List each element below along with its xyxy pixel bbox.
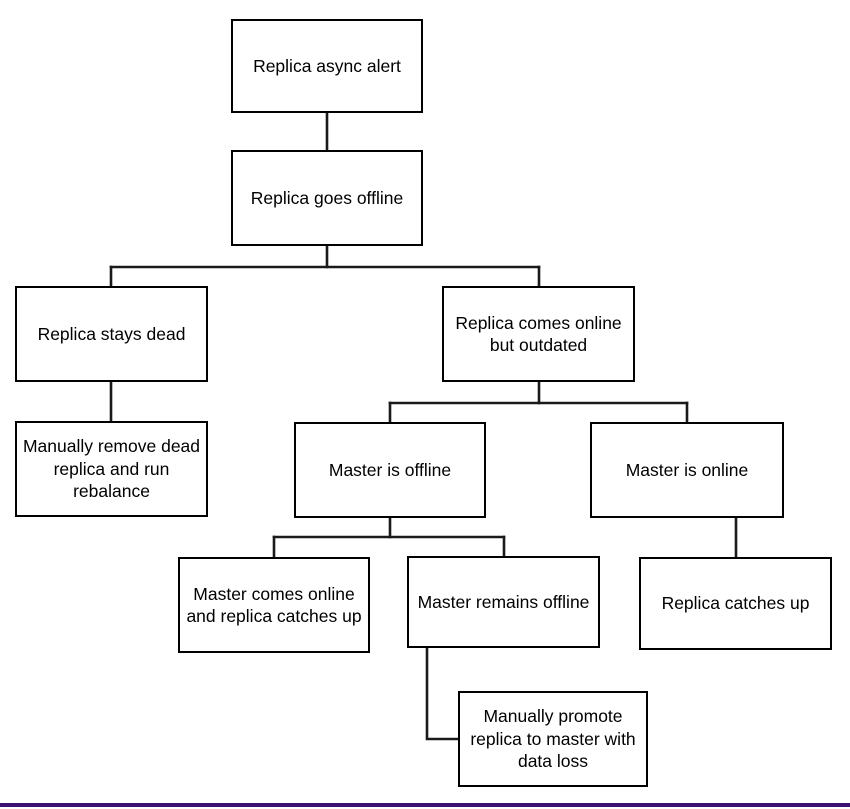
node-master-is-offline[interactable]: Master is offline <box>294 422 486 518</box>
node-label: Replica catches up <box>661 593 810 614</box>
node-replica-comes-online-but-outdated[interactable]: Replica comes online but outdated <box>442 286 635 382</box>
node-label: Replica comes online but outdated <box>455 312 622 355</box>
node-manually-remove-dead-replica[interactable]: Manually remove dead replica and run reb… <box>15 421 208 517</box>
node-replica-stays-dead[interactable]: Replica stays dead <box>15 286 208 382</box>
node-master-comes-online-replica-catches-up[interactable]: Master comes online and replica catches … <box>178 557 370 653</box>
node-label: Master is offline <box>328 459 452 480</box>
node-label: Manually remove dead replica and run reb… <box>22 436 201 502</box>
node-label: Replica goes offline <box>250 187 404 208</box>
node-master-is-online[interactable]: Master is online <box>590 422 784 518</box>
node-label: Replica async alert <box>253 55 401 76</box>
edge-remains-offline-to-manual-promote <box>425 646 460 741</box>
node-manually-promote-replica[interactable]: Manually promote replica to master with … <box>458 691 648 787</box>
node-label: Manually promote replica to master with … <box>470 706 636 772</box>
accent-rule <box>0 803 850 807</box>
node-label: Master comes online and replica catches … <box>186 583 362 626</box>
node-label: Replica stays dead <box>37 323 186 344</box>
node-replica-goes-offline[interactable]: Replica goes offline <box>231 150 423 246</box>
node-label: Master is online <box>625 459 749 480</box>
node-replica-catches-up[interactable]: Replica catches up <box>639 557 832 650</box>
node-replica-async-alert[interactable]: Replica async alert <box>231 19 423 113</box>
node-label: Master remains offline <box>417 591 590 612</box>
node-master-remains-offline[interactable]: Master remains offline <box>407 556 600 648</box>
